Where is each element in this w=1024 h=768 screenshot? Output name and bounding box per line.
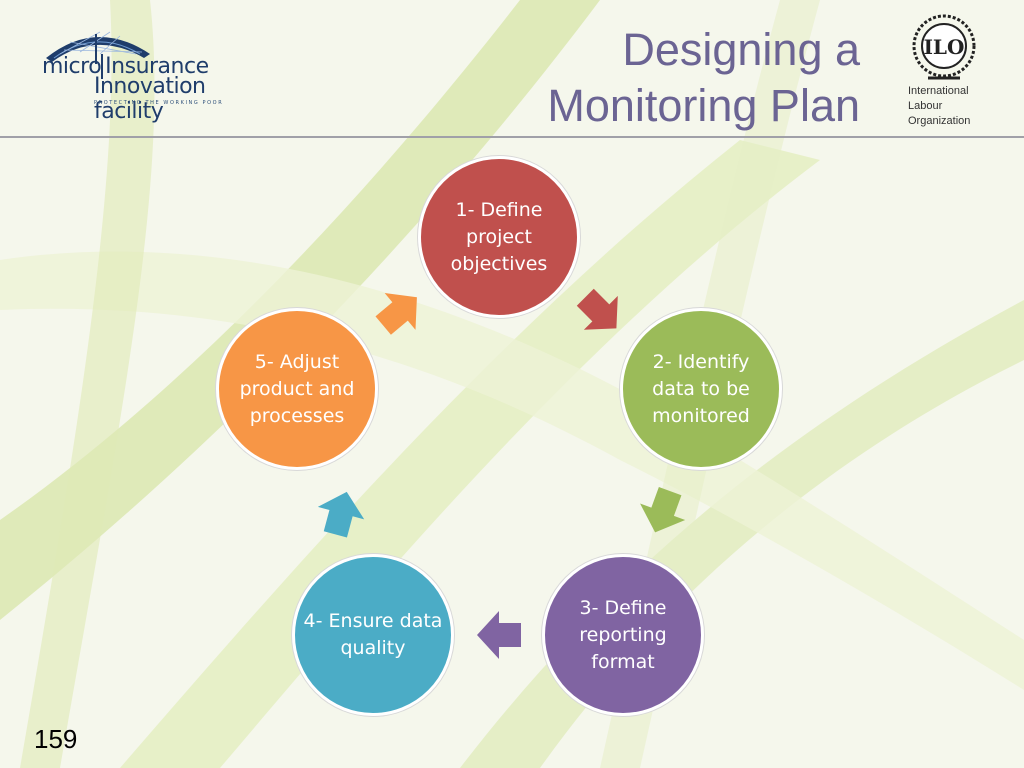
title-line-2: Monitoring Plan: [547, 80, 860, 131]
arrow-step1-to-step2: [576, 288, 618, 330]
ilo-emblem-icon: ILO: [912, 14, 976, 80]
ilo-emblem-text: ILO: [924, 35, 965, 59]
ilo-logo: ILO International Labour Organization: [898, 8, 998, 133]
arrow-step5-to-step1: [375, 293, 417, 335]
ilo-name-line-2: Labour: [908, 100, 943, 112]
globe-arc-icon: [46, 31, 150, 64]
step-4-circle: 4- Ensure data quality: [292, 554, 454, 716]
header-divider: [0, 136, 1024, 138]
step-5-circle: 5- Adjust product and processes: [216, 308, 378, 470]
arrow-step4-to-step5: [317, 491, 365, 538]
title-line-1: Designing a: [622, 24, 860, 75]
logo-text-innovation: Innovation facility: [94, 74, 206, 124]
step-2-circle: 2- Identify data to be monitored: [620, 308, 782, 470]
ilo-name-line-3: Organization: [908, 115, 971, 127]
step-1-circle: 1- Define project objectives: [418, 156, 580, 318]
page-number: 159: [34, 724, 78, 754]
step-3-circle: 3- Define reporting format: [542, 554, 704, 716]
arrow-step2-to-step3: [640, 486, 686, 533]
slide-title: Designing a Monitoring Plan: [460, 22, 860, 134]
ilo-name-line-1: International: [908, 85, 969, 97]
ilo-name: International Labour Organization: [908, 84, 970, 129]
arrow-step3-to-step4: [477, 611, 521, 659]
logo-tagline: PROTECTING THE WORKING POOR: [94, 100, 224, 106]
